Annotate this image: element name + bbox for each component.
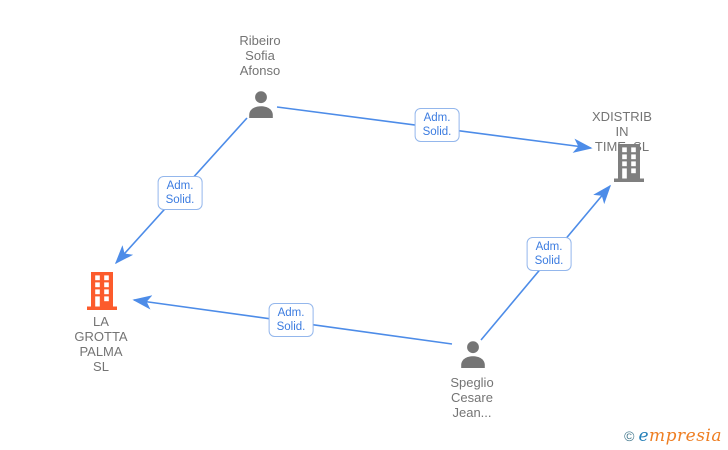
edge-label-adm-solid: Adm. Solid.	[157, 176, 203, 210]
edge-label-adm-solid: Adm. Solid.	[526, 237, 572, 271]
brand-wordmark: empresia	[638, 426, 722, 446]
building-icon	[614, 144, 644, 182]
person-icon	[461, 341, 485, 368]
node-label: LA GROTTA PALMA SL	[74, 314, 128, 374]
empresia-logo[interactable]: © empresia	[624, 426, 722, 446]
node-label: Speglio Cesare Jean...	[450, 375, 494, 420]
copyright-symbol: ©	[624, 428, 635, 444]
person-icon	[249, 91, 273, 118]
edge-label-adm-solid: Adm. Solid.	[414, 108, 460, 142]
node-label: XDISTRIB IN TIME SL	[592, 109, 652, 154]
edge-label-adm-solid: Adm. Solid.	[268, 303, 314, 337]
building-icon	[87, 272, 117, 310]
node-label: Ribeiro Sofia Afonso	[239, 33, 281, 78]
